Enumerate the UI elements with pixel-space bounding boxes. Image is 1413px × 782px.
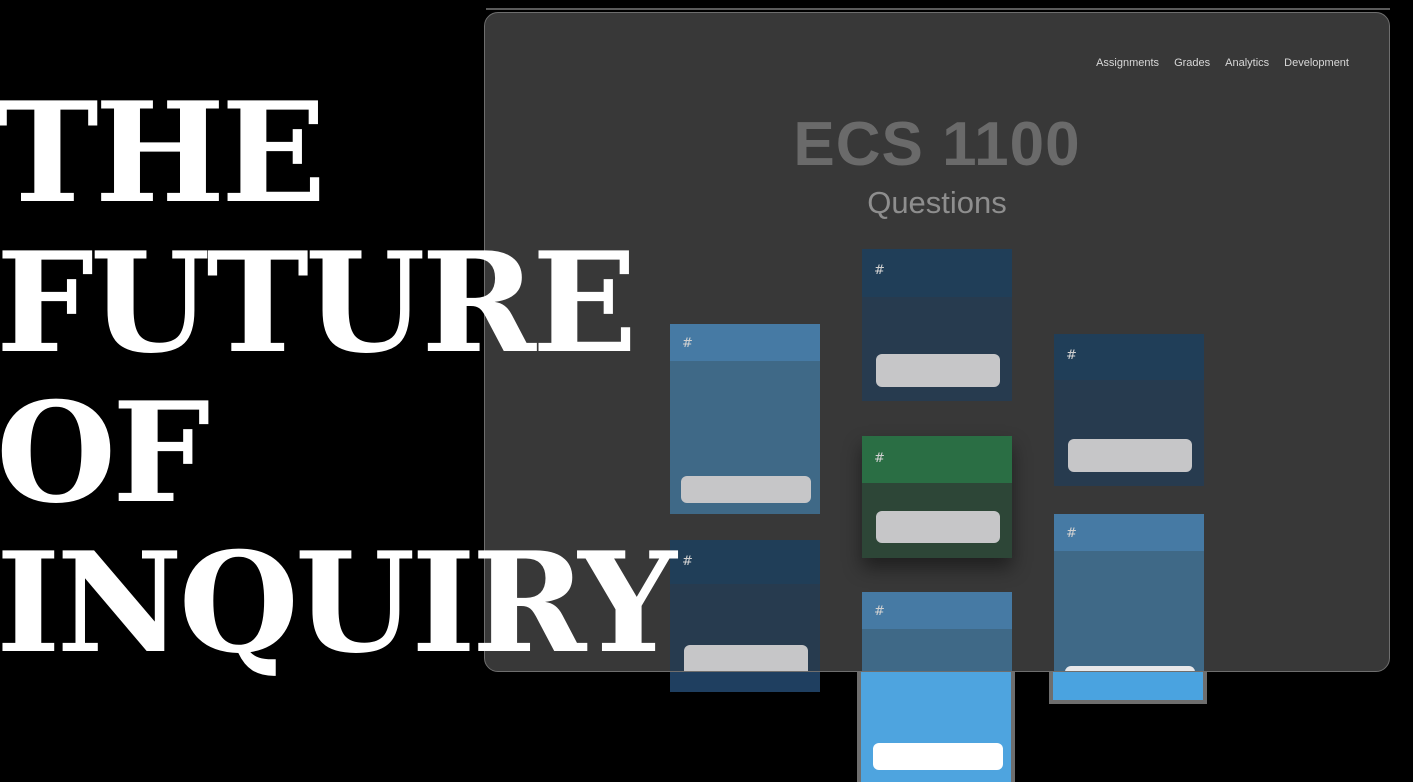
question-card[interactable]: # bbox=[670, 324, 820, 514]
question-card[interactable]: # bbox=[1054, 514, 1204, 671]
question-number: # bbox=[682, 336, 693, 351]
card-button-bottom-center[interactable] bbox=[873, 743, 1003, 770]
page-subtitle: Questions bbox=[867, 185, 1007, 220]
card-extension-bottom-right bbox=[1049, 672, 1207, 704]
card-button[interactable] bbox=[684, 645, 808, 671]
question-number: # bbox=[1066, 526, 1077, 541]
course-title: ECS 1100 bbox=[793, 110, 1081, 179]
hero-headline: THE FUTURE OF INQUIRY bbox=[0, 78, 677, 678]
nav-development[interactable]: Development bbox=[1284, 57, 1349, 69]
question-number: # bbox=[682, 554, 693, 569]
nav-analytics[interactable]: Analytics bbox=[1225, 57, 1270, 69]
headline-line-4: INQUIRY bbox=[0, 521, 677, 684]
top-nav: Assignments Grades Analytics Development bbox=[1096, 57, 1349, 69]
question-card[interactable]: # bbox=[862, 436, 1012, 558]
card-button[interactable] bbox=[1068, 439, 1192, 472]
app-window: Assignments Grades Analytics Development… bbox=[484, 12, 1390, 672]
card-button[interactable] bbox=[876, 354, 1000, 387]
question-card[interactable]: # bbox=[1054, 334, 1204, 486]
window-top-shadow bbox=[486, 8, 1390, 10]
card-extension-bottom-left bbox=[670, 672, 820, 692]
question-number: # bbox=[874, 451, 885, 466]
question-card[interactable]: # bbox=[862, 592, 1012, 671]
question-number: # bbox=[1066, 348, 1077, 363]
headline-line-1: THE bbox=[0, 71, 326, 234]
question-number: # bbox=[874, 263, 885, 278]
question-card[interactable]: # bbox=[670, 540, 820, 671]
question-card[interactable]: # bbox=[862, 249, 1012, 401]
nav-grades[interactable]: Grades bbox=[1174, 57, 1211, 69]
card-button[interactable] bbox=[1065, 666, 1195, 671]
nav-assignments[interactable]: Assignments bbox=[1096, 57, 1160, 69]
question-number: # bbox=[874, 604, 885, 619]
headline-line-3: OF bbox=[0, 371, 210, 534]
card-button[interactable] bbox=[681, 476, 811, 503]
headline-line-2: FUTURE bbox=[0, 221, 637, 384]
card-button[interactable] bbox=[876, 511, 1000, 543]
